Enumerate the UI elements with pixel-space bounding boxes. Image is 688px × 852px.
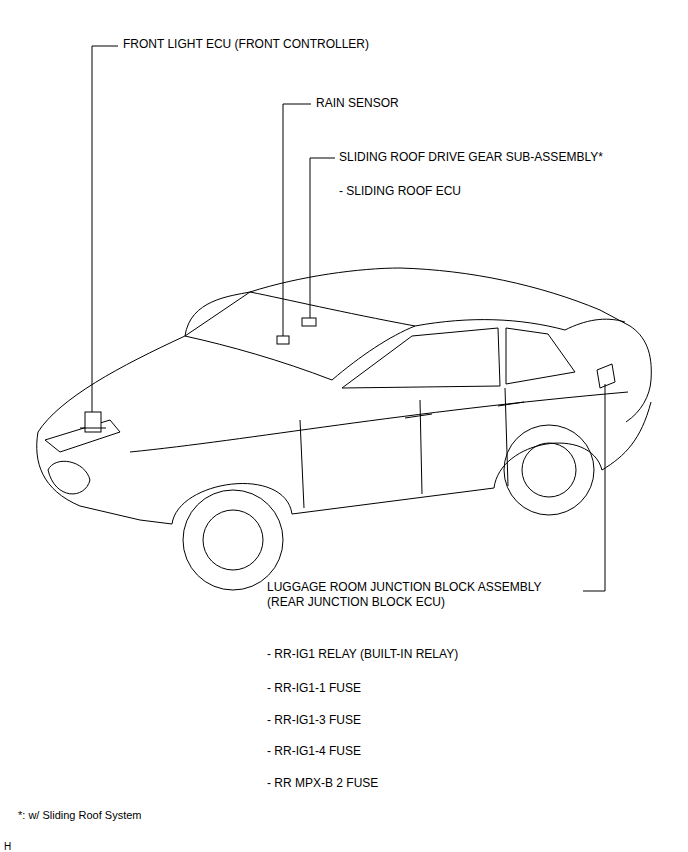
rear-wheel bbox=[504, 425, 594, 515]
a-pillar-far bbox=[185, 292, 250, 336]
lower-body bbox=[140, 402, 651, 524]
rear-rim bbox=[522, 443, 576, 497]
footnote: *: w/ Sliding Roof System bbox=[18, 808, 142, 823]
front-light-ecu-bracket bbox=[80, 428, 106, 429]
part-label: - RR-IG1-3 FUSE bbox=[267, 713, 361, 728]
front-window bbox=[342, 328, 500, 388]
door-handles bbox=[405, 402, 524, 418]
part-label: - RR MPX-B 2 FUSE bbox=[267, 776, 378, 791]
headlight bbox=[45, 420, 120, 452]
part-label: SLIDING ROOF DRIVE GEAR SUB-ASSEMBLY* bbox=[339, 150, 603, 165]
part-label: RAIN SENSOR bbox=[316, 96, 399, 111]
part-label: - RR-IG1-1 FUSE bbox=[267, 681, 361, 696]
rain-sensor bbox=[277, 336, 289, 344]
part-label: - RR-IG1-4 FUSE bbox=[267, 744, 361, 759]
part-label: - RR-IG1 RELAY (BUILT-IN RELAY) bbox=[267, 647, 458, 662]
part-label: LUGGAGE ROOM JUNCTION BLOCK ASSEMBLY (RE… bbox=[267, 580, 559, 610]
roof-edge bbox=[332, 320, 565, 380]
leader-line bbox=[310, 158, 335, 318]
sliding-roof-ecu bbox=[302, 318, 316, 326]
part-label: FRONT LIGHT ECU (FRONT CONTROLLER) bbox=[123, 37, 369, 52]
front-rim bbox=[203, 510, 263, 570]
front-light-ecu bbox=[85, 412, 101, 432]
figure-code: H bbox=[4, 839, 11, 852]
leader-line bbox=[92, 46, 118, 412]
leader-line bbox=[583, 384, 605, 591]
front-wheel bbox=[183, 490, 283, 590]
rear-window bbox=[506, 328, 575, 384]
windshield-base bbox=[185, 336, 332, 380]
windshield-top bbox=[250, 292, 415, 326]
body-outline bbox=[38, 268, 651, 432]
junction-block bbox=[597, 364, 615, 388]
grille bbox=[48, 461, 90, 494]
rear-glass bbox=[565, 319, 625, 330]
part-label: - SLIDING ROOF ECU bbox=[339, 184, 461, 199]
leader-line bbox=[283, 104, 311, 336]
